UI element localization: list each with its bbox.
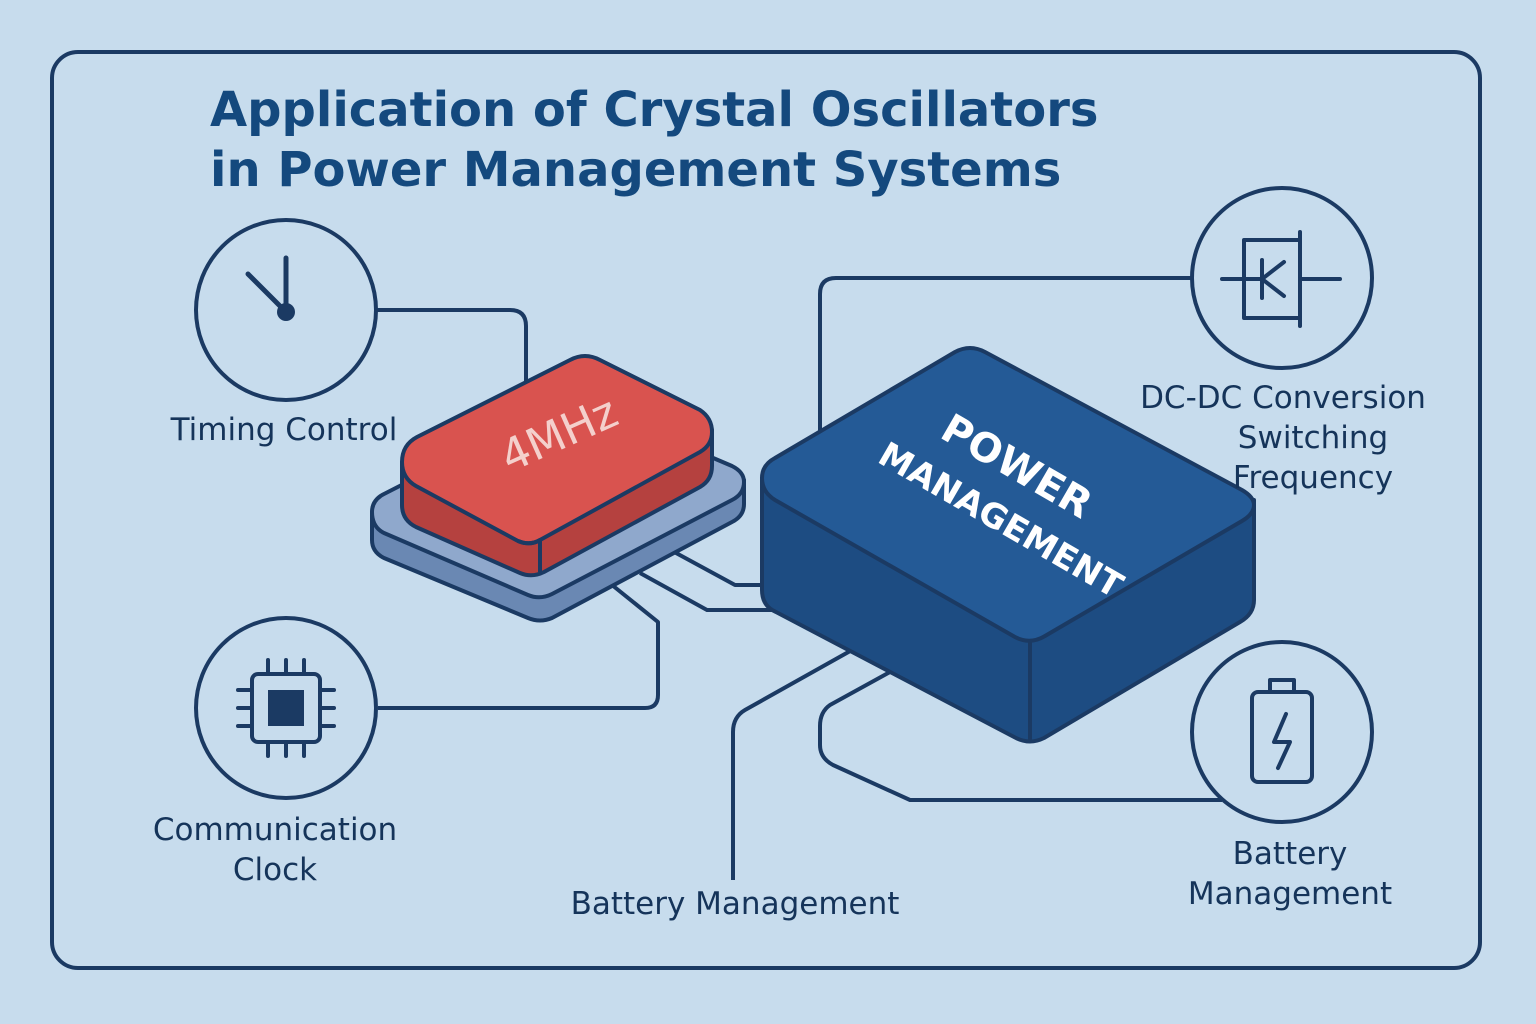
battery-right-label-line-1: Battery [1232, 836, 1348, 872]
connector-dcdc [818, 276, 1192, 435]
timing-control-text: Timing Control [170, 412, 398, 448]
connector-lines [376, 276, 1222, 880]
chip-icon [236, 658, 336, 758]
dcdc-label-line-1: DC-DC Conversion [1140, 380, 1426, 416]
communication-icon-circle [194, 616, 378, 800]
communication-clock-label: Communication Clock [130, 810, 420, 890]
dcdc-label-line-3: Frequency [1232, 460, 1394, 496]
icon-circles [194, 186, 1374, 824]
battery-icon [1250, 678, 1314, 784]
battery-management-right-label: Battery Management [1160, 834, 1420, 914]
battery-icon-circle [1190, 640, 1374, 824]
power-management-block [760, 346, 1256, 744]
connector-battery-bottom [731, 648, 853, 880]
timing-icon-circle [194, 218, 378, 402]
dcdc-icon-circle [1190, 186, 1374, 370]
clock-icon [245, 255, 295, 321]
dcdc-conversion-label: DC-DC Conversion Switching Frequency [1108, 378, 1458, 498]
battery-management-bottom-text: Battery Management [570, 886, 900, 922]
diagram-frame [50, 50, 1482, 970]
dcdc-label-line-2: Switching [1237, 420, 1389, 456]
transistor-icon [1220, 230, 1342, 328]
connector-battery-right [818, 670, 1222, 802]
title-line-2: in Power Management Systems [210, 142, 1062, 198]
page-title: Application of Crystal Oscillators in Po… [210, 80, 1310, 200]
title-line-1: Application of Crystal Oscillators [210, 82, 1099, 138]
crystal-oscillator [400, 354, 714, 578]
battery-management-bottom-label: Battery Management [540, 884, 930, 924]
connector-crystal-power [639, 571, 795, 612]
communication-label-line-2: Clock [232, 852, 318, 888]
connector-communication [378, 583, 660, 710]
connector-crystal-power-2 [664, 545, 765, 587]
communication-label-line-1: Communication [152, 812, 398, 848]
timing-control-label: Timing Control [152, 410, 416, 450]
battery-right-label-line-2: Management [1187, 876, 1393, 912]
connector-timing [376, 308, 528, 385]
